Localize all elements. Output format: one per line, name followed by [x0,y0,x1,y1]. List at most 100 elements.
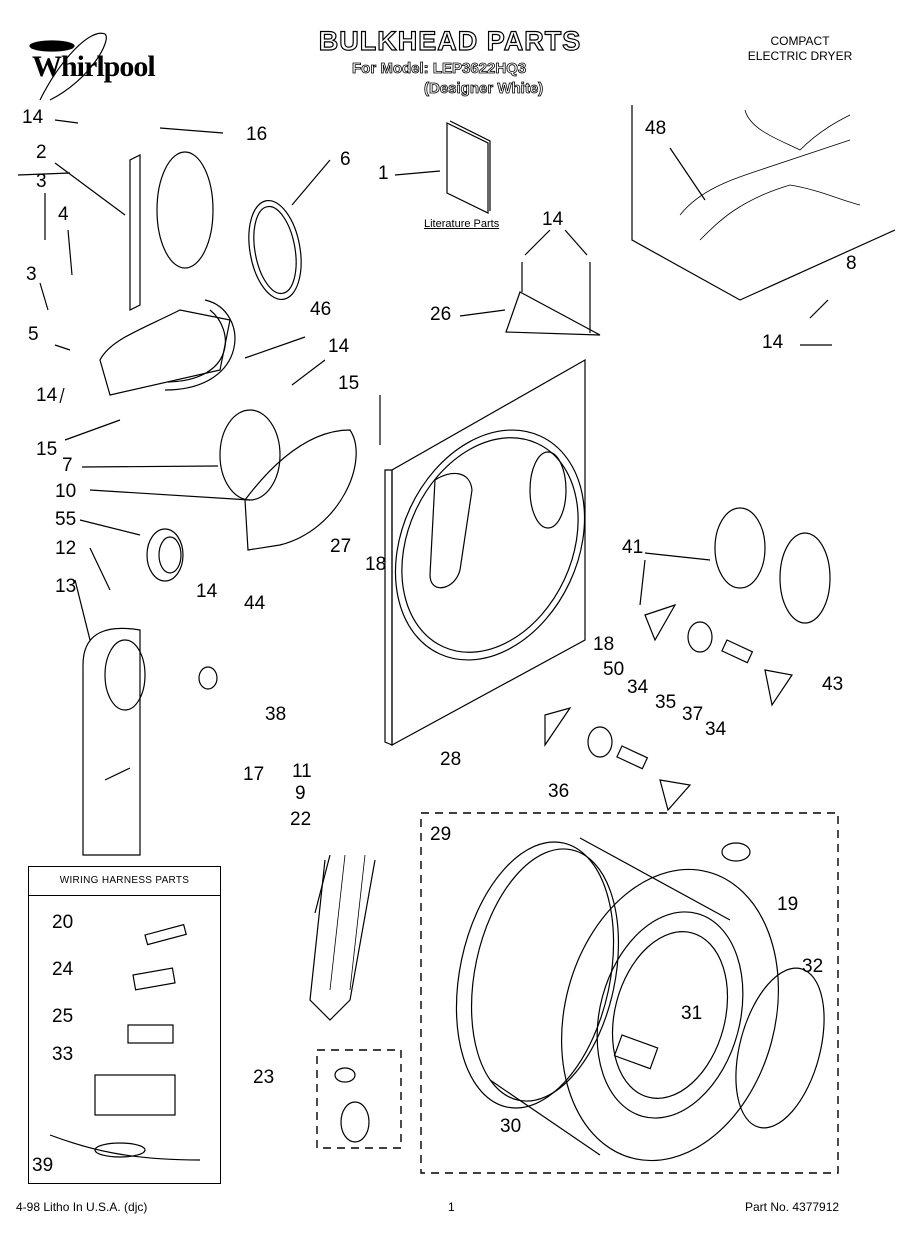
wiring-harness-parts-title: WIRING HARNESS PARTS [29,867,220,896]
wiring-harness-panel [631,105,896,301]
callout-37: 37 [682,704,704,725]
bracket-34b [544,706,572,747]
wire-39 [49,1134,201,1161]
bracket-13 [82,627,146,856]
roller-35b [587,726,613,758]
drum-assembly-box [420,812,839,1174]
thermostat-17 [198,666,218,690]
connector-33 [94,1074,176,1116]
callout-14: 14 [762,332,784,353]
callout-26: 26 [430,304,452,325]
callout-15: 15 [36,439,58,460]
filter-41 [714,507,766,589]
bracket-34d [659,779,692,812]
callout-27: 27 [330,536,352,557]
callout-25: 25 [52,1006,74,1027]
seal-6 [248,199,302,301]
bracket-26 [505,291,601,336]
callout-44: 44 [244,593,266,614]
axle-37 [721,639,754,664]
page-title: BULKHEAD PARTS [318,25,582,56]
callout-23: 23 [253,1067,275,1088]
callout-14: 14 [328,336,350,357]
duct-46 [164,299,236,391]
whirlpool-logo-swirl [29,32,107,101]
category-line-2: ELECTRIC DRYER [747,49,853,63]
callout-12: 12 [55,538,77,559]
connector-25 [127,1024,174,1044]
bracket-34c [764,669,794,707]
connector-24 [132,967,176,991]
callout-29: 29 [430,824,452,845]
blower-wheel-7 [219,409,281,501]
bulkhead-panel [384,358,586,747]
callout-46: 46 [310,299,332,320]
bearing-55 [146,528,184,582]
belt-32 [735,967,825,1129]
callout-19: 19 [777,894,799,915]
callout-3: 3 [26,264,37,285]
callout-4: 4 [58,204,69,225]
callout-7: 7 [62,455,73,476]
callout-20: 20 [52,912,74,933]
callout-10: 10 [55,481,77,502]
wiring-harness-parts-box: WIRING HARNESS PARTS [28,866,221,1184]
callout-16: 16 [246,124,268,145]
callout-18: 18 [365,554,387,575]
baffle-31 [613,1034,659,1070]
callout-38: 38 [265,704,287,725]
brand-name: Whirlpool [32,50,156,83]
callout-14: 14 [22,107,44,128]
callout-48: 48 [645,118,667,139]
callout-9: 9 [295,783,306,804]
callout-39: 39 [32,1155,54,1176]
glide-19 [721,842,751,862]
callout-1: 1 [378,163,389,184]
callout-34: 34 [705,719,727,740]
page-number: 1 [448,1200,455,1214]
callout-14: 14 [36,385,58,406]
blower-housing-10 [244,429,357,551]
model-variant: (Designer White) [424,80,544,98]
callout-32: 32 [802,956,824,977]
callout-33: 33 [52,1044,74,1065]
literature-parts-label: Literature Parts [424,218,500,230]
axle-36 [616,745,649,770]
whirlpool-logo: Whirlpool [22,28,182,98]
terminal-20 [144,923,187,946]
callout-8: 8 [846,253,857,274]
callout-34: 34 [627,677,649,698]
callout-41: 41 [622,537,644,558]
product-category: COMPACT ELECTRIC DRYER [720,34,880,64]
callout-15: 15 [338,373,360,394]
drum-29 [455,837,780,1162]
callout-50: 50 [603,659,625,680]
callout-2: 2 [36,142,47,163]
heater-element-22 [309,854,376,1021]
callout-43: 43 [822,674,844,695]
bracket-34a [644,603,677,642]
callout-24: 24 [52,959,74,980]
callout-35: 35 [655,692,677,713]
callout-5: 5 [28,324,39,345]
callout-14: 14 [196,581,218,602]
rear-bulkhead-2 [99,151,231,396]
callout-31: 31 [681,1003,703,1024]
callout-6: 6 [340,149,351,170]
callout-13: 13 [55,576,77,597]
part-number: Part No. 4377912 [745,1200,840,1214]
roller-35a [687,621,713,653]
footer-print-info: 4-98 Litho In U.S.A. (djc) [16,1200,148,1214]
callout-36: 36 [548,781,570,802]
callout-30: 30 [500,1116,522,1137]
model-number: For Model: LEP3622HQ3 [352,60,527,78]
kit-23-box [316,1049,402,1149]
literature-booklet [446,120,491,214]
callout-22: 22 [290,809,312,830]
callout-18: 18 [593,634,615,655]
category-line-1: COMPACT [770,34,830,48]
callout-28: 28 [440,749,462,770]
cover-43 [779,532,831,624]
callout-55: 55 [55,509,77,530]
